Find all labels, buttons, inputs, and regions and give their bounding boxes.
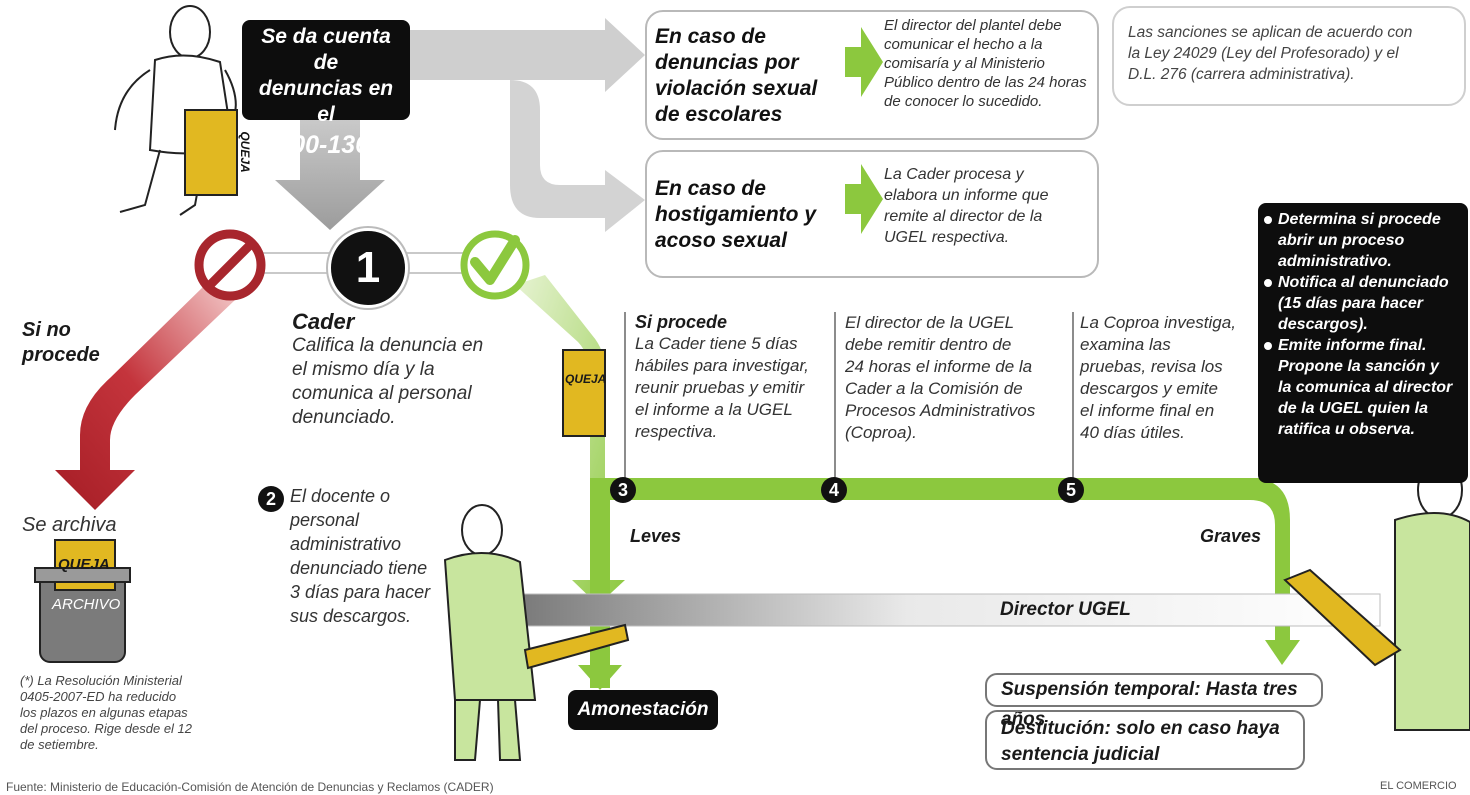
step-2-circle: 2: [258, 486, 284, 512]
director-ugel-bar: [519, 593, 1381, 627]
director-figure-left: [443, 504, 630, 761]
hotline-line1: Se da cuenta de: [261, 25, 391, 74]
arrow-right-icon: [845, 27, 883, 97]
director-figure-right: [1283, 461, 1470, 731]
archive-label: ARCHIVO: [52, 596, 121, 613]
queja-document-label: QUEJA: [565, 372, 607, 386]
step-4-circle: 4: [821, 477, 847, 503]
step-1-title: Cader: [292, 309, 355, 334]
no-procede-arrow: [55, 285, 235, 510]
complainant-figure: [114, 5, 238, 216]
credit: EL COMERCIO: [1380, 780, 1457, 792]
arrow-right-icon: [845, 164, 883, 234]
hotline-box: Se da cuenta de denuncias en el 0-800-13…: [242, 20, 410, 159]
director-ugel-label: Director UGEL: [1000, 599, 1131, 620]
hotline-arrows: [275, 18, 645, 232]
archive-queja-label: QUEJA: [58, 556, 110, 573]
check-circle-icon: [460, 230, 530, 300]
coproa-item: Notifica al denunciado(15 días para hace…: [1264, 272, 1462, 335]
step-3-circle: 3: [610, 477, 636, 503]
not-allowed-icon: [194, 229, 266, 301]
graves-label: Graves: [1200, 526, 1262, 546]
archived-label: Se archiva: [22, 514, 117, 536]
hotline-number: 0-800-13687: [255, 131, 397, 159]
sanction-suspension: Suspensión temporal: Hasta tres años: [985, 673, 1323, 730]
step-5-circle: 5: [1058, 477, 1084, 503]
step-1-circle: 1: [328, 228, 408, 308]
process-bar: [578, 478, 1300, 690]
coproa-item: Emite informe final.Propone la sanción y…: [1264, 335, 1462, 440]
hotline-line2: denuncias en el: [258, 77, 394, 126]
source-line: Fuente: Ministerio de Educación-Comisión…: [6, 780, 494, 794]
leves-label: Leves: [630, 526, 682, 546]
step-3-title: Si procede: [635, 312, 728, 332]
archive-box-icon: [34, 539, 131, 663]
queja-document-icon: [562, 349, 606, 437]
amonestacion-box: Amonestación: [568, 690, 718, 730]
queja-briefcase-label: QUEJA: [238, 131, 252, 172]
